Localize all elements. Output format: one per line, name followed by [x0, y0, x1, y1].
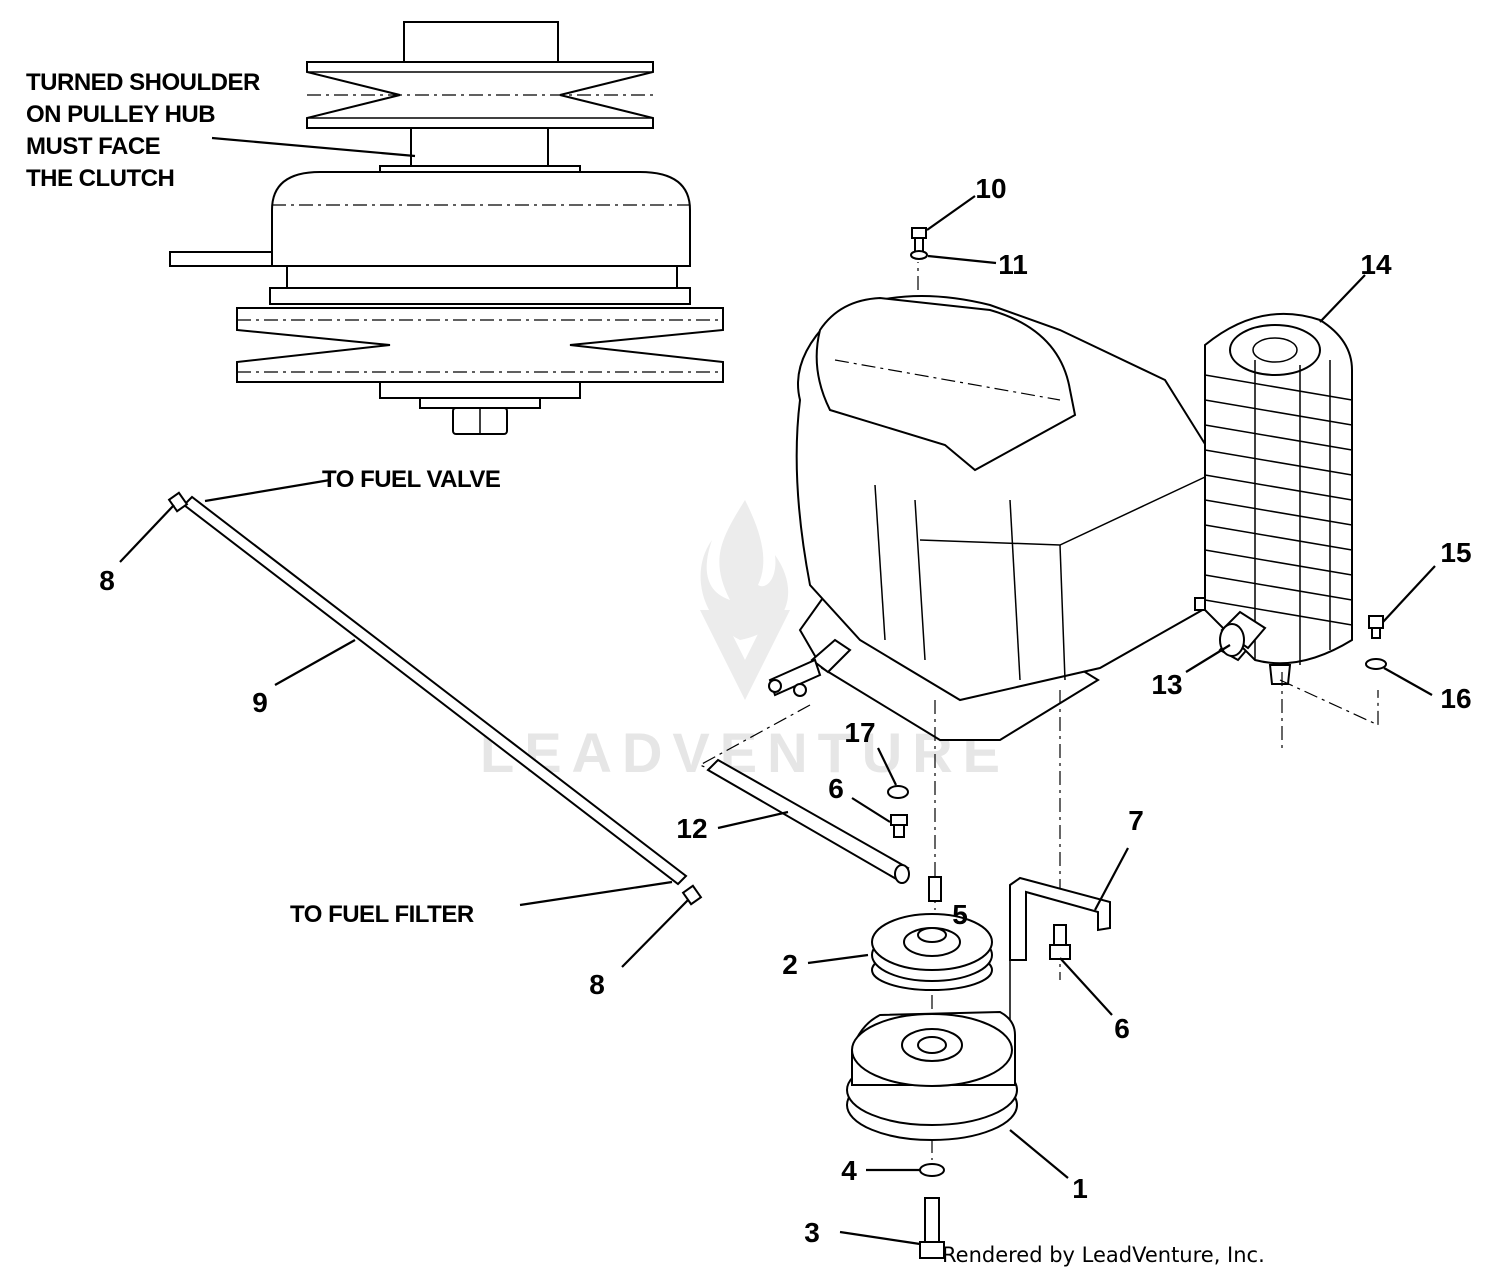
bolt-3	[919, 1197, 945, 1259]
to-fuel-filter-label: TO FUEL FILTER	[290, 901, 474, 928]
callout-4: 4	[841, 1155, 857, 1186]
electric-clutch-1	[846, 1010, 1018, 1141]
washer-16	[1365, 658, 1387, 670]
watermark: LEADVENTURE	[480, 500, 1000, 784]
bolt-10	[910, 227, 928, 260]
bolt-6-left	[890, 814, 908, 838]
callout-16: 16	[1440, 683, 1471, 714]
callout-13: 13	[1151, 669, 1182, 700]
pulley-2	[871, 913, 993, 991]
engine	[768, 295, 1264, 741]
watermark-flame-icon	[700, 500, 789, 640]
bolt-6-right	[1049, 924, 1071, 960]
callout-5: 5	[952, 899, 968, 930]
key-5	[928, 876, 942, 902]
callout-1: 1	[1072, 1173, 1088, 1204]
callout-14: 14	[1360, 249, 1392, 280]
callout-8-top: 8	[99, 565, 115, 596]
callout-8-bottom: 8	[589, 969, 605, 1000]
callout-15: 15	[1440, 537, 1471, 568]
callouts: 10 11 14 15 16 13 8 9 17 6 12 7 5 2 8 6 …	[99, 173, 1471, 1248]
svg-text:MUST FACE: MUST FACE	[26, 133, 161, 160]
callout-2: 2	[782, 949, 798, 980]
bracket-7	[1009, 876, 1111, 961]
fitting-13	[1219, 610, 1267, 657]
svg-text:TURNED SHOULDER: TURNED SHOULDER	[26, 69, 260, 96]
render-credit: Rendered by LeadVenture, Inc.	[942, 1243, 1265, 1267]
callout-10: 10	[975, 173, 1006, 204]
leader-lines	[119, 195, 1436, 1246]
clutch-pulley-detail	[169, 21, 724, 435]
callout-11: 11	[998, 249, 1028, 280]
callout-12: 12	[676, 813, 707, 844]
callout-7: 7	[1128, 805, 1144, 836]
fuel-line-9	[167, 491, 703, 906]
fuel-line-12-end	[894, 864, 910, 884]
air-intake-screen-14	[1204, 312, 1353, 685]
callout-6-right: 6	[1114, 1013, 1130, 1044]
to-fuel-valve-label: TO FUEL VALVE	[322, 466, 501, 493]
callout-9: 9	[252, 687, 268, 718]
washer-4	[919, 1163, 945, 1177]
washer-17	[887, 785, 909, 799]
callout-3: 3	[804, 1217, 820, 1248]
bolt-15	[1368, 615, 1384, 639]
callout-17: 17	[844, 717, 875, 748]
shoulder-note: TURNED SHOULDER ON PULLEY HUB MUST FACE …	[26, 69, 261, 192]
callout-6-left: 6	[828, 773, 844, 804]
svg-text:ON PULLEY HUB: ON PULLEY HUB	[26, 101, 215, 128]
svg-text:THE CLUTCH: THE CLUTCH	[26, 165, 174, 192]
watermark-v-icon	[700, 610, 790, 700]
